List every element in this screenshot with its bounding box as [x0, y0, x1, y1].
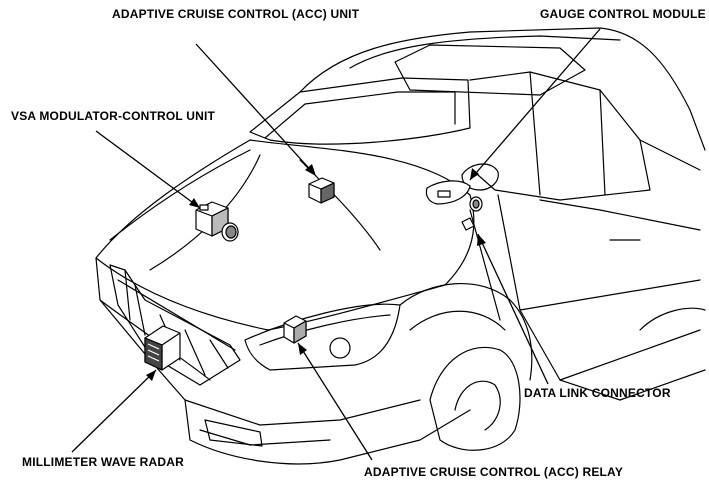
- label-gauge-module: GAUGE CONTROL MODULE: [540, 7, 706, 21]
- gauge-module-component: [425, 180, 471, 205]
- acc-unit-component: [308, 177, 335, 204]
- acc-relay-component: [283, 315, 307, 344]
- data-link-connector-component: [461, 196, 483, 231]
- side-windows: [469, 71, 651, 201]
- front-bumper: [95, 257, 471, 465]
- radar-component: [144, 325, 181, 371]
- label-radar: MILLIMETER WAVE RADAR: [22, 455, 184, 469]
- front-wheel: [429, 346, 521, 451]
- fog-lamp: [204, 419, 263, 447]
- label-acc-unit: ADAPTIVE CRUISE CONTROL (ACC) UNIT: [112, 7, 360, 21]
- vsa-modulator-component: [195, 201, 239, 242]
- sunroof: [394, 44, 586, 96]
- label-vsa-unit: VSA MODULATOR-CONTROL UNIT: [11, 109, 216, 123]
- front-wheel-well: [399, 283, 533, 381]
- leader-lines: [71, 28, 601, 461]
- door-lines: [497, 194, 621, 401]
- leader-arrowheads: [146, 164, 486, 381]
- windshield: [249, 77, 471, 145]
- hood-outline: [95, 139, 475, 331]
- label-acc-relay: ADAPTIVE CRUISE CONTROL (ACC) RELAY: [364, 465, 624, 479]
- roof-outline: [299, 27, 706, 151]
- label-data-link: DATA LINK CONNECTOR: [524, 386, 671, 400]
- headlamp: [244, 303, 401, 371]
- front-grille: [109, 264, 241, 386]
